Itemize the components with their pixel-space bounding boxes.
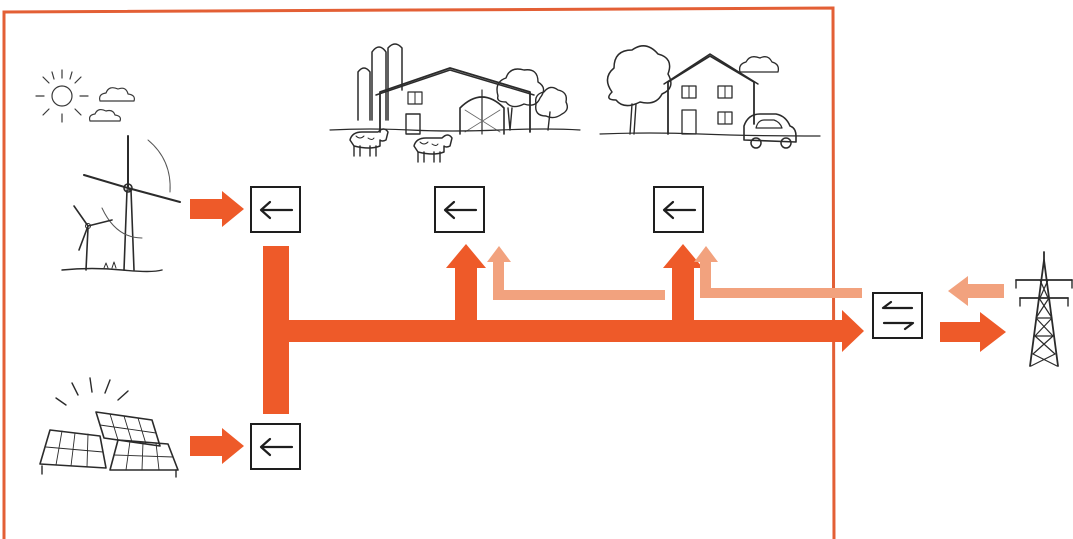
import-line-to-farm xyxy=(487,246,665,300)
sun-icon xyxy=(35,69,89,123)
farm-barn-icon xyxy=(329,43,581,163)
wind-turbines-icon xyxy=(61,135,181,273)
farm-supply-arrow xyxy=(446,244,486,320)
solar-panels-icon xyxy=(39,377,179,478)
one-way-meter-icon xyxy=(250,423,301,470)
grid-import-flow xyxy=(487,246,1004,306)
power-pylon-icon xyxy=(1015,251,1073,367)
bidirectional-meter-icon xyxy=(872,292,923,339)
house-with-electric-car-icon xyxy=(599,45,821,149)
one-way-meter-icon xyxy=(434,186,485,233)
vertical-trunk xyxy=(263,246,289,414)
import-line-to-house xyxy=(694,246,862,298)
one-way-meter-icon xyxy=(250,186,301,233)
community-boundary-frame xyxy=(2,6,836,539)
one-way-meter-icon xyxy=(653,186,704,233)
horizontal-trunk-arrow xyxy=(289,310,864,352)
grid-export-arrow xyxy=(940,312,1006,352)
cloud-icon xyxy=(88,87,135,122)
house-supply-arrow xyxy=(663,244,703,320)
wind-feed-arrow xyxy=(190,191,244,227)
solar-feed-arrow xyxy=(190,428,244,464)
grid-import-arrow xyxy=(948,276,1004,306)
main-energy-flow xyxy=(190,191,1006,464)
